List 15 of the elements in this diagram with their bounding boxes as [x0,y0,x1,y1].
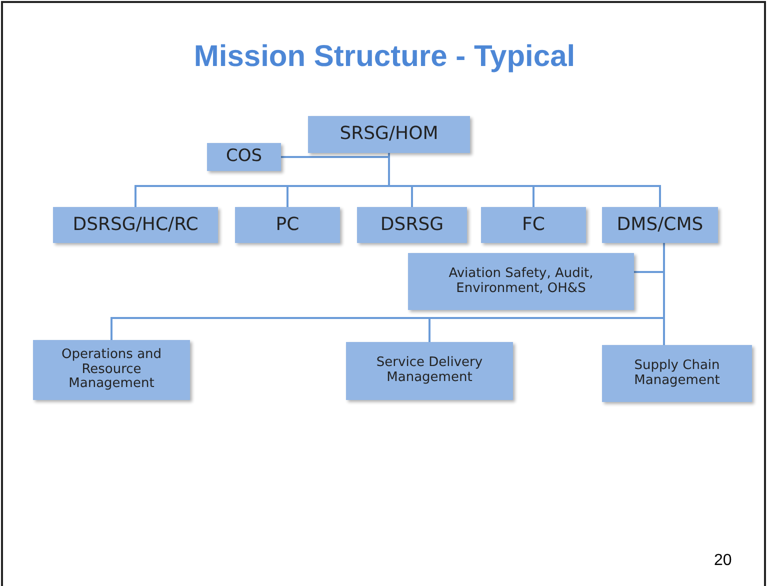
org-box: Aviation Safety, Audit, Environment, OH&S [408,253,634,310]
org-box: DMS/CMS [602,207,718,243]
page-number: 20 [714,552,732,570]
org-box: PC [235,207,340,243]
org-box: DSRSG [357,207,467,243]
connector-line [663,243,665,345]
org-box: Service Delivery Management [346,342,513,400]
org-box: SRSG/HOM [308,116,470,153]
org-box: COS [207,143,281,171]
title: Mission Structure - Typical [192,40,576,74]
org-box: Supply Chain Management [602,345,752,402]
org-box: FC [481,207,586,243]
org-box: DSRSG/HC/RC [53,207,218,243]
org-box: Operations and Resource Management [33,340,190,400]
connector-line [281,153,390,158]
